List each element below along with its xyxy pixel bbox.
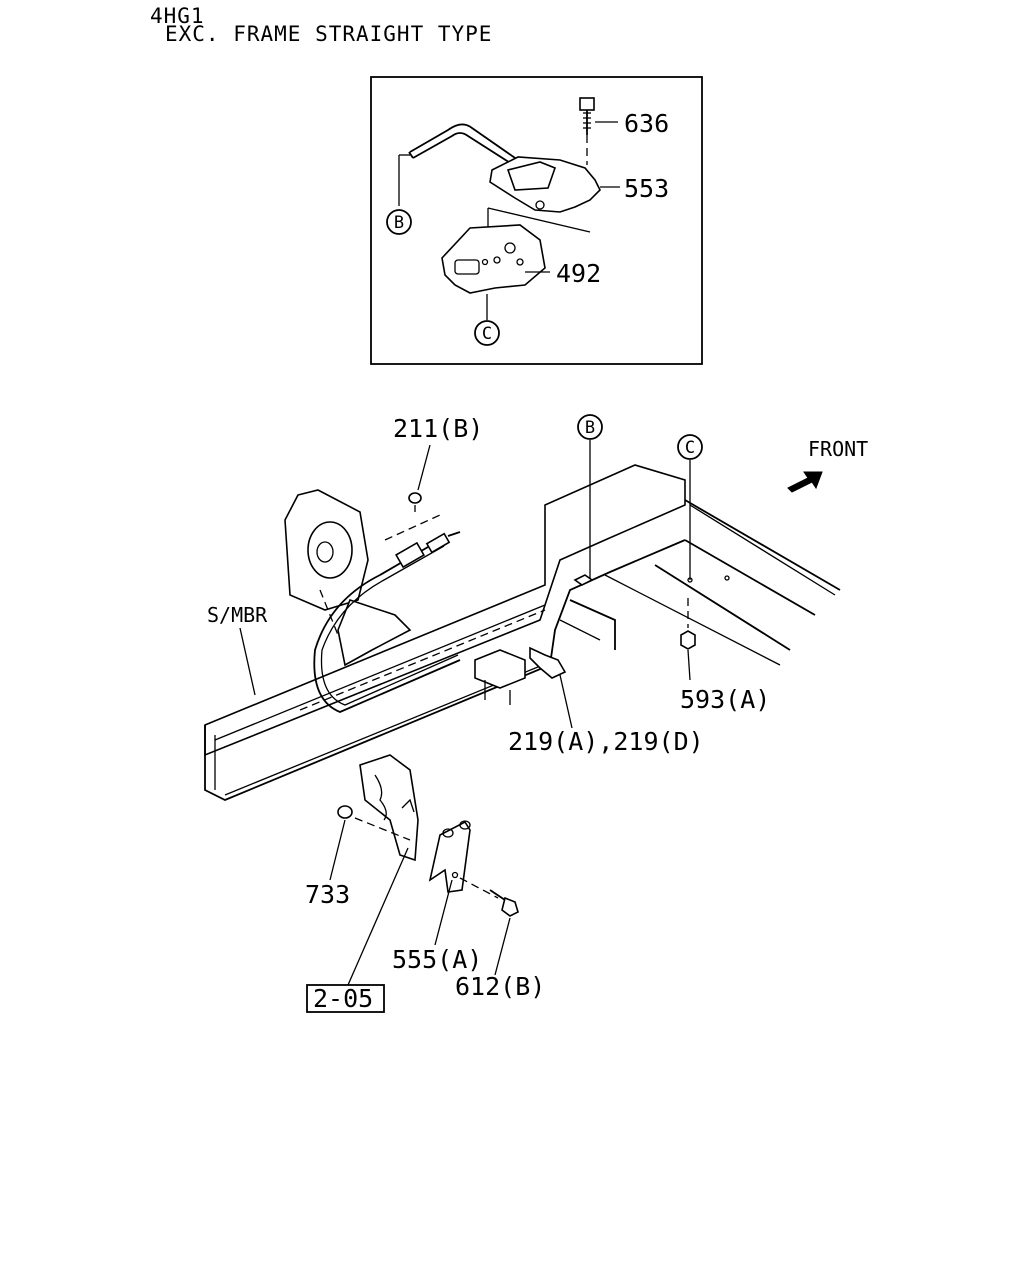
label-smbr: S/MBR — [207, 603, 268, 627]
label-219: 219(A),219(D) — [508, 727, 704, 756]
label-555a: 555(A) — [392, 945, 482, 974]
front-label: FRONT — [808, 437, 868, 461]
ref-b-inset: B — [394, 213, 404, 233]
label-636: 636 — [624, 109, 669, 138]
ref-b-circle-inset — [386, 209, 412, 235]
frame-assembly: 211(B) B C 593(A) FRONT S/MBR — [204, 414, 868, 801]
ref-c-circle-inset — [474, 320, 500, 346]
ref-c-circle-main — [677, 434, 703, 460]
inset-frame — [370, 76, 703, 365]
ref-b-circle-main — [577, 414, 603, 440]
bolt-612b — [459, 877, 519, 917]
lower-bracket: 733 612(B) 555(A) 2-05 — [305, 754, 545, 1013]
sensor-cable — [313, 539, 461, 713]
side-member — [204, 464, 686, 757]
clip-219 — [474, 646, 567, 705]
ref-c-main: C — [685, 438, 695, 458]
engine-mount — [284, 489, 412, 667]
label-553: 553 — [624, 174, 669, 203]
ref-b-main: B — [585, 418, 595, 438]
label-733: 733 — [305, 880, 350, 909]
label-211b: 211(B) — [393, 414, 483, 443]
ref-box-205 — [306, 984, 385, 1013]
sensor-553 — [489, 156, 601, 213]
label-492: 492 — [556, 259, 601, 288]
engine-code: 4HG1 — [150, 4, 205, 28]
sensor-rod — [409, 123, 519, 161]
label-612b: 612(B) — [455, 972, 545, 1001]
ref-c-inset: C — [482, 324, 492, 344]
variant-title: EXC. FRAME STRAIGHT TYPE — [165, 22, 493, 46]
front-arrow-icon — [787, 471, 823, 493]
nut-593a — [680, 630, 696, 650]
nut-211b — [408, 492, 422, 504]
label-593a: 593(A) — [680, 685, 770, 714]
cable-clip — [395, 531, 461, 569]
bolt-636 — [579, 97, 595, 165]
label-205: 2-05 — [313, 984, 373, 1013]
nut-733 — [337, 805, 353, 819]
bracket-plate — [359, 754, 419, 862]
bracket-492 — [441, 224, 546, 294]
inset-detail: 636 553 492 B C — [370, 76, 703, 365]
bracket-555a — [428, 820, 471, 893]
